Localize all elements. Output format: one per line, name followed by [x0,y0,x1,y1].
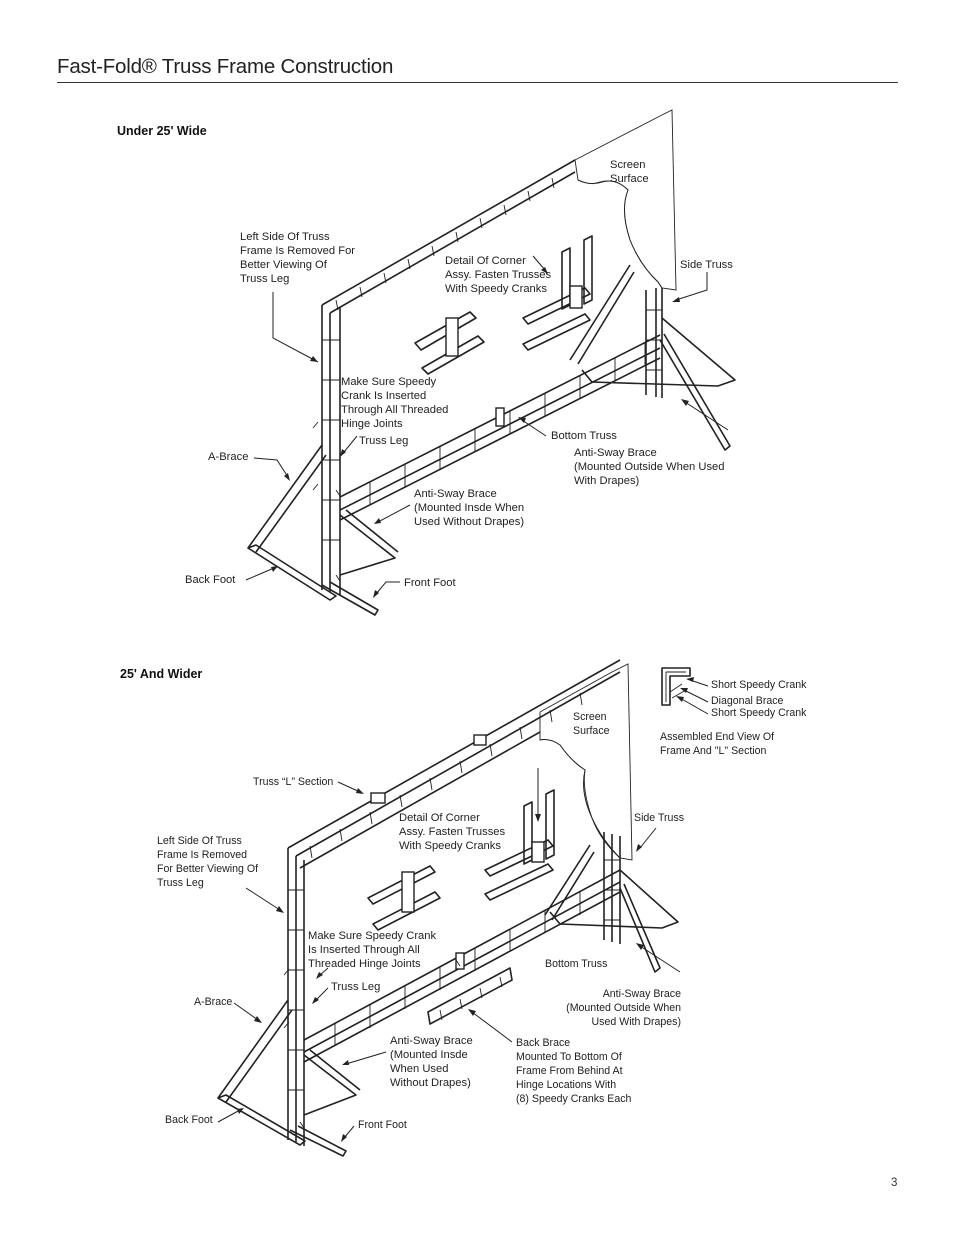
figure2-leaders [217,677,709,1142]
figure1-corner-detail [414,235,593,375]
figure1-front-foot [321,581,379,616]
figure2-label-a-brace: A-Brace [194,996,233,1008]
figure1-label-front-foot: Front Foot [404,577,456,589]
figure2-end-view-inset [661,667,691,706]
figure2-label-left-side-removed: Left Side Of Truss Frame Is Removed For … [157,835,259,889]
figure1-truss-leg [321,305,341,596]
figure1-screen-cutaway [577,179,663,289]
figure2-label-anti-sway-inside: Anti-Sway Brace (Mounted Insde When Used… [390,1035,473,1089]
figure1-label-anti-sway-inside: Anti-Sway Brace (Mounted Insde When Used… [414,488,525,528]
figure2-front-foot [289,1125,347,1157]
figure1-side-truss [645,288,663,398]
figure2-label-assembled-end-view: Assembled End View Of Frame And "L" Sect… [660,731,775,757]
figure1-back-foot [247,544,337,601]
figure1-top-truss [321,159,576,314]
figure2-frame-drawing [217,659,691,1157]
figure2-heading: 25' And Wider [120,667,203,681]
figure2-corner-detail [367,789,555,931]
figure1-label-side-truss: Side Truss [680,259,733,271]
figure2-side-truss [603,832,621,944]
figure2-label-front-foot: Front Foot [358,1119,407,1131]
figure2-top-truss [287,659,621,869]
figure1-label-a-brace: A-Brace [208,451,249,463]
figure2-label-truss-l-section: Truss “L” Section [253,776,334,788]
figure1-leaders [245,255,729,598]
figure1-left-a-brace [247,444,327,553]
figure2-back-foot [217,1094,306,1146]
figure1-label-back-foot: Back Foot [185,574,236,586]
figure1-anti-sway-inside [339,509,399,576]
figure2-label-anti-sway-outside: Anti-Sway Brace (Mounted Outside When Us… [566,988,681,1028]
figure1-label-truss-leg: Truss Leg [359,435,409,447]
figure2-label-screen-surface: Screen Surface [573,711,610,737]
figure2-anti-sway-inside [303,1049,361,1116]
figure2-label-back-foot: Back Foot [165,1114,213,1126]
figure2-label-make-sure-crank: Make Sure Speedy Crank Is Inserted Throu… [308,930,437,970]
title-divider [57,82,898,83]
figure2-label-short-crank-2: Short Speedy Crank [711,707,807,719]
page-title: Fast-Fold® Truss Frame Construction [57,55,394,78]
figure1-label-anti-sway-outside: Anti-Sway Brace (Mounted Outside When Us… [574,447,725,487]
figure1-label-detail-corner: Detail Of Corner Assy. Fasten Trusses Wi… [445,255,552,295]
figure2-label-detail-corner: Detail Of Corner Assy. Fasten Trusses Wi… [399,812,506,852]
figure1-heading: Under 25' Wide [117,124,207,138]
page-number: 3 [891,1177,898,1189]
figure2-label-truss-leg: Truss Leg [331,981,381,993]
figure2-left-a-brace [217,999,293,1103]
figure2-label-back-brace: Back Brace Mounted To Bottom Of Frame Fr… [516,1037,632,1105]
figure2-label-short-crank-1: Short Speedy Crank [711,679,807,691]
figure1-label-make-sure-crank: Make Sure Speedy Crank Is Inserted Throu… [341,376,449,430]
figure1-label-bottom-truss: Bottom Truss [551,430,617,442]
figure2-label-diagonal-brace: Diagonal Brace [711,695,784,707]
figure2-right-a-brace [544,844,679,929]
figure2-truss-leg [287,848,305,1146]
figure1-label-left-side-removed: Left Side Of Truss Frame Is Removed For … [240,231,356,285]
figure2-back-brace [427,967,513,1025]
figure1-right-a-brace [569,264,736,387]
figure1-label-screen-surface: Screen Surface [610,159,649,185]
figure2-label-side-truss: Side Truss [634,812,685,824]
figure2-label-bottom-truss: Bottom Truss [545,958,608,970]
figure1-frame-drawing [247,109,736,616]
